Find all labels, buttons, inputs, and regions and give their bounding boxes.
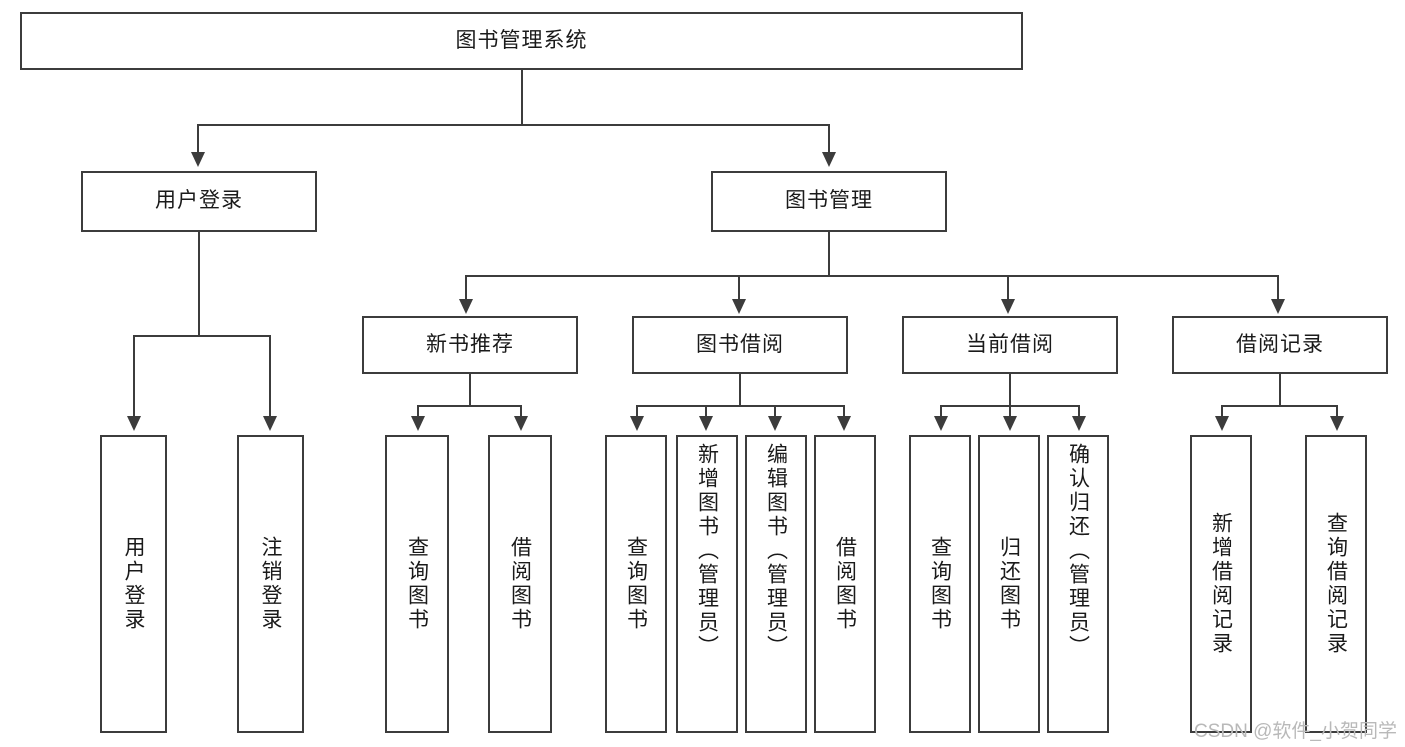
- arrow-book-borrow-child2: [699, 416, 713, 431]
- node-label: 图书管理系统: [455, 28, 588, 52]
- leaf-query-book-recommend[interactable]: 查询图书: [385, 435, 449, 733]
- arrow-book-borrow-child1: [630, 416, 644, 431]
- arrow-user-login-child1: [127, 416, 141, 431]
- connector-borrow-record-bar: [1222, 405, 1337, 407]
- leaf-confirm-return-admin[interactable]: 确认归还（管理员）: [1047, 435, 1109, 733]
- connector-book-mgmt-child1: [465, 275, 467, 301]
- node-label: 用户登录: [122, 536, 145, 632]
- leaf-edit-book-admin[interactable]: 编辑图书（管理员）: [745, 435, 807, 733]
- arrow-borrow-record-child2: [1330, 416, 1344, 431]
- connector-book-mgmt-bar: [466, 275, 1278, 277]
- connector-book-borrow-child3: [774, 405, 776, 418]
- connector-new-book-bar: [418, 405, 521, 407]
- leaf-borrow-book-recommend[interactable]: 借阅图书: [488, 435, 552, 733]
- leaf-borrow-book[interactable]: 借阅图书: [814, 435, 876, 733]
- arrow-root-to-book-mgmt: [822, 152, 836, 167]
- arrow-book-mgmt-child2: [732, 299, 746, 314]
- connector-new-book-child1: [417, 405, 419, 418]
- leaf-query-borrow-record[interactable]: 查询借阅记录: [1305, 435, 1367, 733]
- node-label: 图书管理: [785, 189, 873, 213]
- connector-user-login-child1: [133, 335, 135, 418]
- arrow-book-mgmt-child4: [1271, 299, 1285, 314]
- arrow-book-borrow-child3: [768, 416, 782, 431]
- connector-current-borrow-child3: [1078, 405, 1080, 418]
- arrow-book-mgmt-child1: [459, 299, 473, 314]
- node-book-management[interactable]: 图书管理: [711, 171, 947, 232]
- connector-borrow-record-child2: [1336, 405, 1338, 418]
- node-label: 新书推荐: [426, 332, 514, 356]
- connector-book-mgmt-child4: [1277, 275, 1279, 301]
- connector-borrow-record-child1: [1221, 405, 1223, 418]
- leaf-query-book-borrow[interactable]: 查询图书: [605, 435, 667, 733]
- arrow-book-borrow-child4: [837, 416, 851, 431]
- connector-borrow-record-stem: [1279, 374, 1281, 406]
- arrow-root-to-user-login: [191, 152, 205, 167]
- connector-book-borrow-child4: [843, 405, 845, 418]
- node-label: 图书借阅: [696, 332, 784, 356]
- connector-current-borrow-stem: [1009, 374, 1011, 406]
- node-label: 借阅图书: [508, 536, 532, 632]
- node-new-book-recommend[interactable]: 新书推荐: [362, 316, 578, 374]
- node-borrow-record[interactable]: 借阅记录: [1172, 316, 1388, 374]
- node-label: 新增图书（管理员）: [695, 443, 719, 659]
- node-label: 注销登录: [259, 536, 282, 632]
- leaf-logout[interactable]: 注销登录: [237, 435, 304, 733]
- leaf-return-book[interactable]: 归还图书: [978, 435, 1040, 733]
- connector-user-login-bar: [134, 335, 270, 337]
- connector-book-borrow-child1: [636, 405, 638, 418]
- connector-current-borrow-child2: [1009, 405, 1011, 418]
- connector-new-book-stem: [469, 374, 471, 406]
- node-label: 编辑图书（管理员）: [764, 443, 788, 659]
- connector-new-book-child2: [520, 405, 522, 418]
- connector-book-mgmt-child3: [1007, 275, 1009, 301]
- arrow-new-book-child1: [411, 416, 425, 431]
- node-label: 确认归还（管理员）: [1066, 443, 1090, 659]
- connector-user-login-child2: [269, 335, 271, 418]
- leaf-query-book-current[interactable]: 查询图书: [909, 435, 971, 733]
- node-label: 查询借阅记录: [1324, 512, 1348, 656]
- leaf-add-borrow-record[interactable]: 新增借阅记录: [1190, 435, 1252, 733]
- arrow-user-login-child2: [263, 416, 277, 431]
- node-current-borrow[interactable]: 当前借阅: [902, 316, 1118, 374]
- connector-current-borrow-child1: [940, 405, 942, 418]
- node-label: 归还图书: [997, 536, 1021, 632]
- node-label: 用户登录: [155, 189, 243, 213]
- node-label: 借阅记录: [1236, 332, 1324, 356]
- connector-root-bar: [198, 124, 830, 126]
- arrow-new-book-child2: [514, 416, 528, 431]
- connector-book-mgmt-stem: [828, 232, 830, 276]
- connector-user-login-stem: [198, 232, 200, 336]
- connector-root-to-user-login: [197, 124, 199, 154]
- node-label: 当前借阅: [966, 332, 1054, 356]
- node-user-login[interactable]: 用户登录: [81, 171, 317, 232]
- node-label: 新增借阅记录: [1209, 512, 1233, 656]
- connector-book-mgmt-child2: [738, 275, 740, 301]
- node-label: 查询图书: [405, 536, 429, 632]
- connector-book-borrow-stem: [739, 374, 741, 406]
- leaf-user-login[interactable]: 用户登录: [100, 435, 167, 733]
- connector-book-borrow-bar: [637, 405, 844, 407]
- node-book-borrow[interactable]: 图书借阅: [632, 316, 848, 374]
- arrow-current-borrow-child2: [1003, 416, 1017, 431]
- arrow-book-mgmt-child3: [1001, 299, 1015, 314]
- arrow-current-borrow-child3: [1072, 416, 1086, 431]
- node-root-system[interactable]: 图书管理系统: [20, 12, 1023, 70]
- node-label: 借阅图书: [833, 536, 857, 632]
- connector-book-borrow-child2: [705, 405, 707, 418]
- connector-root-to-book-mgmt: [828, 124, 830, 154]
- arrow-current-borrow-child1: [934, 416, 948, 431]
- node-label: 查询图书: [624, 536, 648, 632]
- node-label: 查询图书: [928, 536, 952, 632]
- connector-root-stem: [521, 70, 523, 125]
- arrow-borrow-record-child1: [1215, 416, 1229, 431]
- leaf-add-book-admin[interactable]: 新增图书（管理员）: [676, 435, 738, 733]
